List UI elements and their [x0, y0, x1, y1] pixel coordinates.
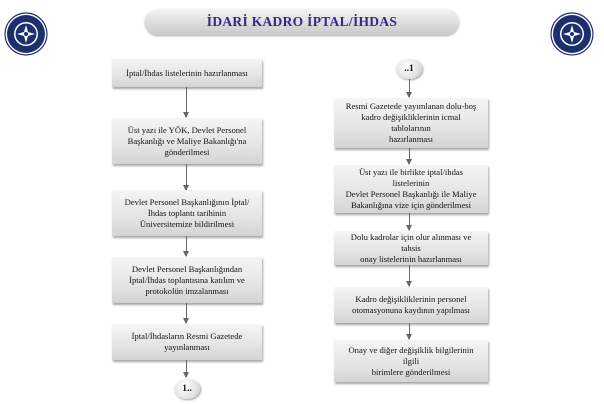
right-step-5: Onay ve diğer değişiklik bilgilerinin il…	[334, 340, 488, 382]
left-arrow-3	[183, 236, 189, 257]
right-step-3: Dolu kadrolar için olur alınması ve tahs…	[334, 231, 488, 265]
right-step-1: Resmi Gazetede yayımlanan dolu-boş kadro…	[334, 98, 488, 148]
left-step-3: Devlet Personel Başkanlığının İptal/ İhd…	[112, 190, 262, 236]
left-step-2: Üst yazı ile YÖK, Devlet Personel Başkan…	[112, 118, 262, 164]
left-step-1: İptal/İhdas listelerinin hazırlanması	[112, 59, 262, 87]
left-arrow-2	[183, 164, 189, 191]
title-banner: İDARİ KADRO İPTAL/İHDAS	[145, 9, 459, 35]
right-arrow-2	[406, 213, 412, 231]
right-arrow-3	[406, 265, 412, 287]
right-step-2: Üst yazı ile birlikte iptal/ihdas listel…	[334, 165, 488, 213]
right-step-4: Kadro değişikliklerinin personel otomasy…	[334, 287, 488, 323]
connector-in-1: ..1	[396, 59, 422, 79]
connector-out-1: 1..	[174, 379, 200, 399]
page-title: İDARİ KADRO İPTAL/İHDAS	[206, 14, 398, 29]
right-arrow-4	[406, 323, 412, 340]
left-step-4: Devlet Personel Başkanlığından İptal/İhd…	[112, 257, 262, 303]
left-step-5: İptal/İhdasların Resmi Gazetede yayınlan…	[112, 324, 262, 360]
university-seal-icon	[550, 12, 594, 56]
left-arrow-4	[183, 303, 189, 324]
right-arrow-0	[406, 79, 412, 98]
university-seal-icon	[4, 12, 48, 56]
left-arrow-1	[183, 87, 189, 118]
right-arrow-1	[406, 148, 412, 165]
left-arrow-5	[183, 360, 189, 378]
